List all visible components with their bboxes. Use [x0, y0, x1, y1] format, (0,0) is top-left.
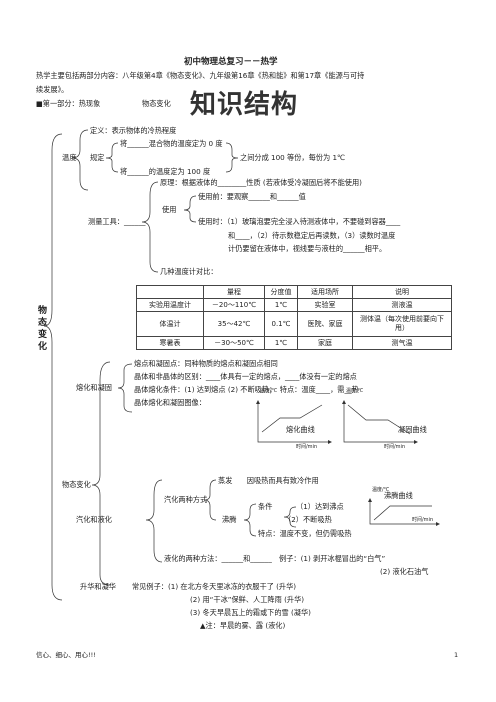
footer-motto: 信心、细心、用心!!! [36, 651, 96, 659]
melt-line-1: 熔点和凝固点：同种物质的熔点和凝固点相同 [134, 359, 278, 368]
evaporation: 蒸发 因吸热而具有致冷作用 [218, 476, 319, 485]
table-cell: 医院、家庭 [297, 311, 353, 337]
boiling-condition-label: 条件 [258, 502, 273, 511]
table-header-cell: 说明 [352, 285, 452, 299]
boiling-condition-2: （2）不断吸热 [284, 515, 332, 524]
page-number: 1 [454, 651, 459, 659]
melt-line-2: 晶体和非晶体的区别：____体具有一定的熔点，____体没有一定的熔点 [134, 372, 357, 381]
melt-line-3: 晶体熔化条件：(1) 达到熔点 (2) 不断吸热； 特点：温度____，需__热 [134, 385, 359, 394]
section-subheading: 物态变化 [142, 99, 171, 108]
melt-line-4: 晶体熔化和凝固图像： [134, 398, 206, 407]
table-cell: 1℃ [264, 298, 298, 312]
graph-x-label: 时间/min [384, 444, 406, 450]
table-header-row: 量程 分度值 适用场所 说明 [136, 285, 452, 299]
two-ways-label: 汽化两种方式 [164, 495, 208, 504]
solid-curve-label: 凝固曲线 [398, 425, 427, 434]
sublimation-note: ▲注：早晨的雾、露 (液化) [200, 621, 286, 630]
compare-heading: 几种温度计对比： [160, 267, 218, 276]
section-heading: ■第一部分：热现象 [36, 99, 101, 108]
use-when-2: 和____，（2）待示数稳定后再读数，（3）读数时温度 [228, 231, 396, 240]
table-row: 实验用温度计 －20～110℃ 1℃ 实验室 测液温 [136, 298, 452, 312]
melt-curve-label: 熔化曲线 [286, 425, 315, 434]
table-row: 寒暑表 －30～50℃ 1℃ 家庭 测气温 [136, 336, 452, 350]
intro-line-1: 热学主要包括两部分内容：八年级第4章《物态变化》、九年级第16章《热和能》和第1… [36, 71, 365, 80]
principle: 原理：根据液体的________性质 (若液体受冷凝固后将不能使用) [160, 178, 362, 187]
table-header-cell: 分度值 [264, 285, 298, 299]
use-label: 使用 [162, 205, 177, 214]
table-cell: 1℃ [264, 336, 298, 350]
temperature-label: 温度 [62, 153, 77, 162]
table-header-cell: 适用场所 [297, 285, 353, 299]
boil-curve-label: 沸腾曲线 [384, 491, 413, 500]
table-cell: 实验用温度计 [136, 298, 204, 312]
thermometer-table: 量程 分度值 适用场所 说明 实验用温度计 －20～110℃ 1℃ 实验室 测液… [136, 285, 452, 350]
use-when-3: 计仍要留在液体中，视线要与液柱的______相平。 [228, 244, 387, 253]
sublimation-line-1: 常见例子：(1) 在北方冬天里冰冻的衣服干了 (升华) [132, 582, 297, 591]
boiling-label: 沸腾 [222, 515, 237, 524]
table-cell: 寒暑表 [136, 336, 204, 350]
melt-label: 熔化和凝固 [76, 383, 112, 392]
use-before: 使用前：要观察______和______值 [198, 192, 306, 201]
graph-x-label: 时间/min [296, 444, 318, 450]
rule-zero: 将______混合物的温度定为 0 度 [120, 139, 223, 148]
sublimation-line-3: (3) 冬天早晨瓦上的霜或下的雪 (凝华) [190, 608, 311, 617]
liquefy-line-1: 液化的两种方法：______和______ 例子：(1) 剥开冰棍冒出的“白气” [164, 554, 386, 563]
table-row: 体温计 35～42℃ 0.1℃ 医院、家庭 测体温（每次使用前要向下甩） [136, 311, 452, 337]
table-cell: 0.1℃ [264, 311, 298, 337]
page-title: 初中物理总复习－－热学 [184, 57, 278, 67]
sublimation-label: 升华和凝华 [80, 582, 116, 591]
tool-label: 测量工具：______ [88, 217, 146, 226]
table-cell: 实验室 [297, 298, 353, 312]
side-label-3: 变 [38, 330, 48, 340]
rule-divide: 之间分成 100 等份，每份为 1℃ [240, 153, 346, 162]
side-label-2: 态 [38, 318, 48, 328]
table-cell: 家庭 [297, 336, 353, 350]
rule-label: 规定 [90, 153, 105, 162]
table-cell: 测体温（每次使用前要向下甩） [352, 311, 452, 337]
graph-y-label: 温度/℃ [372, 487, 390, 493]
banner-title: 知识结构 [190, 90, 299, 120]
vaporize-label: 汽化和液化 [76, 515, 112, 524]
side-label-1: 物 [38, 306, 48, 316]
table-cell: －30～50℃ [203, 336, 265, 350]
use-when-1: 使用时：（1）玻璃泡要完全浸入待测液体中，不要碰到容器____ [198, 217, 401, 226]
table-cell: 体温计 [136, 311, 204, 337]
table-cell: －20～110℃ [203, 298, 265, 312]
boiling-feature: 特点：温度不变，但仍需吸热 [258, 529, 352, 538]
graph-y-label: 温度/℃ [260, 388, 278, 394]
state-change-label: 物态变化 [62, 480, 91, 489]
table-cell: 测液温 [352, 298, 452, 312]
graph-x-label: 时间/min [412, 517, 434, 523]
table-header-cell: 量程 [203, 285, 265, 299]
sublimation-line-2: (2) 用“干冰”保鲜、人工降雨 (升华) [190, 595, 305, 604]
boiling-condition-1: （1）达到沸点 [296, 502, 344, 511]
rule-hundred: 将______的温度定为 100 度 [120, 167, 211, 176]
temperature-definition: 定义：表示物体的冷热程度 [90, 126, 177, 135]
table-cell: 35～42℃ [203, 311, 265, 337]
table-header-cell [136, 285, 204, 299]
intro-line-2: 续发展》。 [36, 85, 69, 94]
graph-y-label: 温度/℃ [346, 388, 364, 394]
liquefy-line-2: (2) 液化石油气 [380, 567, 429, 576]
side-label-4: 化 [38, 342, 48, 352]
table-cell: 测气温 [352, 336, 452, 350]
